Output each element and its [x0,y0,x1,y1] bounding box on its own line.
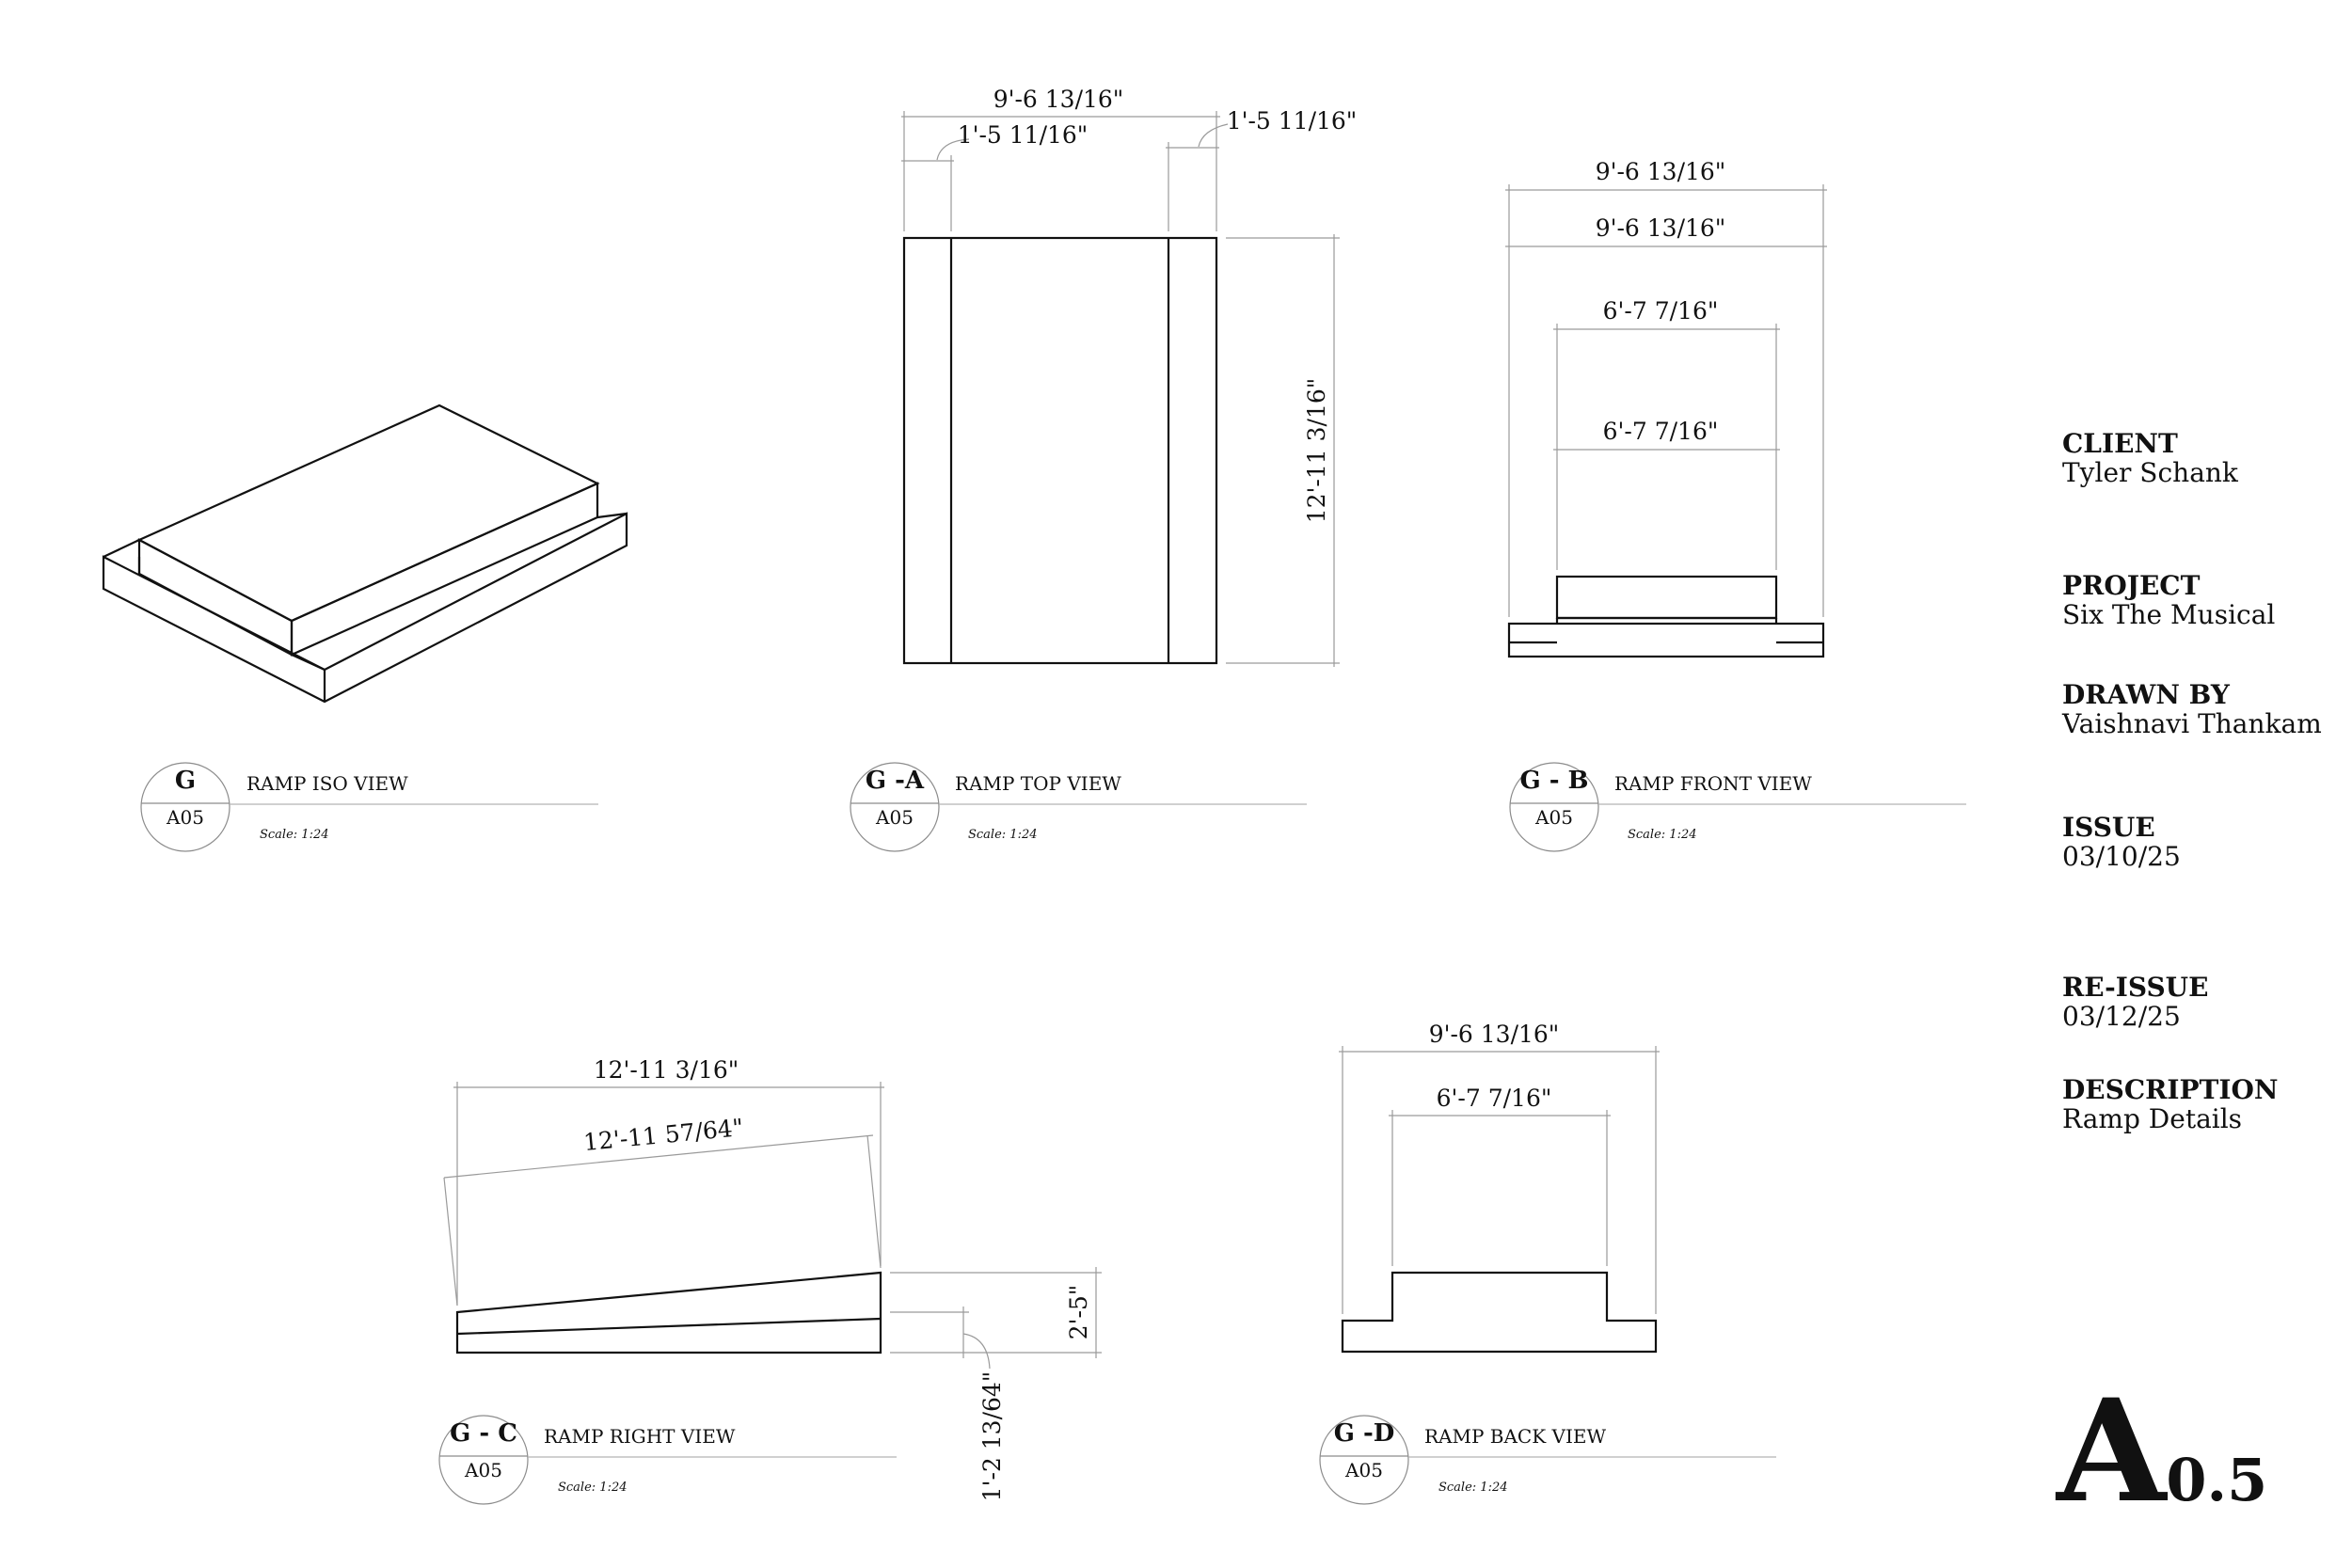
back-inner-dim: 6'-7 7/16" [1437,1085,1552,1112]
sheet-ref: A05 [166,806,204,829]
view-tag-iso: G A05 RAMP ISO VIEW Scale: 1:24 [140,762,598,852]
issue-value: 03/10/25 [2062,841,2181,872]
view-scale: Scale: 1:24 [1628,828,1697,842]
reissue-value: 03/12/25 [2062,1001,2181,1032]
issue-label: ISSUE [2062,812,2155,843]
view-id: G - C [450,1419,517,1448]
back-overall-dim: 9'-6 13/16" [1429,1021,1560,1048]
right-slope-dim: 12'-11 57/64" [582,1114,744,1156]
sheet-ref: A05 [875,806,914,829]
right-height-dim: 2'-5" [1065,1285,1092,1340]
ramp-iso-drawing [102,404,628,704]
sheet-number-letter: A [2055,1369,2169,1534]
ramp-top-drawing [901,111,1340,667]
sheet-number: A0.5 [2055,1369,2267,1534]
view-title: RAMP ISO VIEW [246,772,408,795]
view-scale: Scale: 1:24 [1438,1481,1508,1495]
description-value: Ramp Details [2062,1103,2242,1134]
project-label: PROJECT [2062,570,2201,601]
drawn-by-value: Vaishnavi Thankam [2061,708,2322,739]
view-title: RAMP BACK VIEW [1424,1425,1606,1448]
view-id: G [175,767,196,795]
ramp-front-drawing [1505,184,1827,658]
front-overall-dim-2: 9'-6 13/16" [1596,214,1726,242]
ramp-right-drawing [443,1082,1102,1370]
view-title: RAMP TOP VIEW [955,772,1121,795]
top-overall-width-dim: 9'-6 13/16" [993,86,1124,113]
front-inner-dim-2: 6'-7 7/16" [1603,418,1719,445]
view-title: RAMP RIGHT VIEW [544,1425,736,1448]
view-id: G -D [1334,1419,1395,1448]
project-value: Six The Musical [2062,599,2275,630]
drawn-by-label: DRAWN BY [2062,679,2231,710]
sheet-ref: A05 [1534,806,1573,829]
client-label: CLIENT [2062,428,2178,459]
view-tag-front: G - B A05 RAMP FRONT VIEW Scale: 1:24 [1509,762,1966,852]
view-scale: Scale: 1:24 [968,828,1038,842]
sheet-number-digits: 0.5 [2166,1446,2267,1514]
view-tag-back: G -D A05 RAMP BACK VIEW Scale: 1:24 [1319,1415,1776,1505]
right-length-dim: 12'-11 3/16" [594,1056,739,1084]
ramp-back-drawing [1339,1046,1660,1354]
sheet-ref: A05 [464,1459,502,1481]
view-tag-top: G -A A05 RAMP TOP VIEW Scale: 1:24 [850,762,1307,852]
description-label: DESCRIPTION [2062,1074,2278,1105]
view-title: RAMP FRONT VIEW [1614,772,1812,795]
title-block: CLIENT Tyler Schank PROJECT Six The Musi… [2055,428,2322,1534]
front-overall-dim-1: 9'-6 13/16" [1596,158,1726,185]
top-length-dim: 12'-11 3/16" [1303,378,1330,524]
view-scale: Scale: 1:24 [260,828,329,842]
view-id: G -A [866,767,925,795]
reissue-label: RE-ISSUE [2062,972,2208,1003]
view-tag-right: G - C A05 RAMP RIGHT VIEW Scale: 1:24 [438,1415,897,1505]
front-inner-dim-1: 6'-7 7/16" [1603,297,1719,325]
top-left-rail-dim: 1'-5 11/16" [958,121,1089,149]
view-id: G - B [1519,767,1588,795]
right-base-dim: 1'-2 13/64" [978,1371,1006,1502]
view-scale: Scale: 1:24 [558,1481,628,1495]
client-value: Tyler Schank [2062,457,2239,488]
top-right-rail-dim: 1'-5 11/16" [1227,107,1358,135]
sheet-ref: A05 [1344,1459,1383,1481]
